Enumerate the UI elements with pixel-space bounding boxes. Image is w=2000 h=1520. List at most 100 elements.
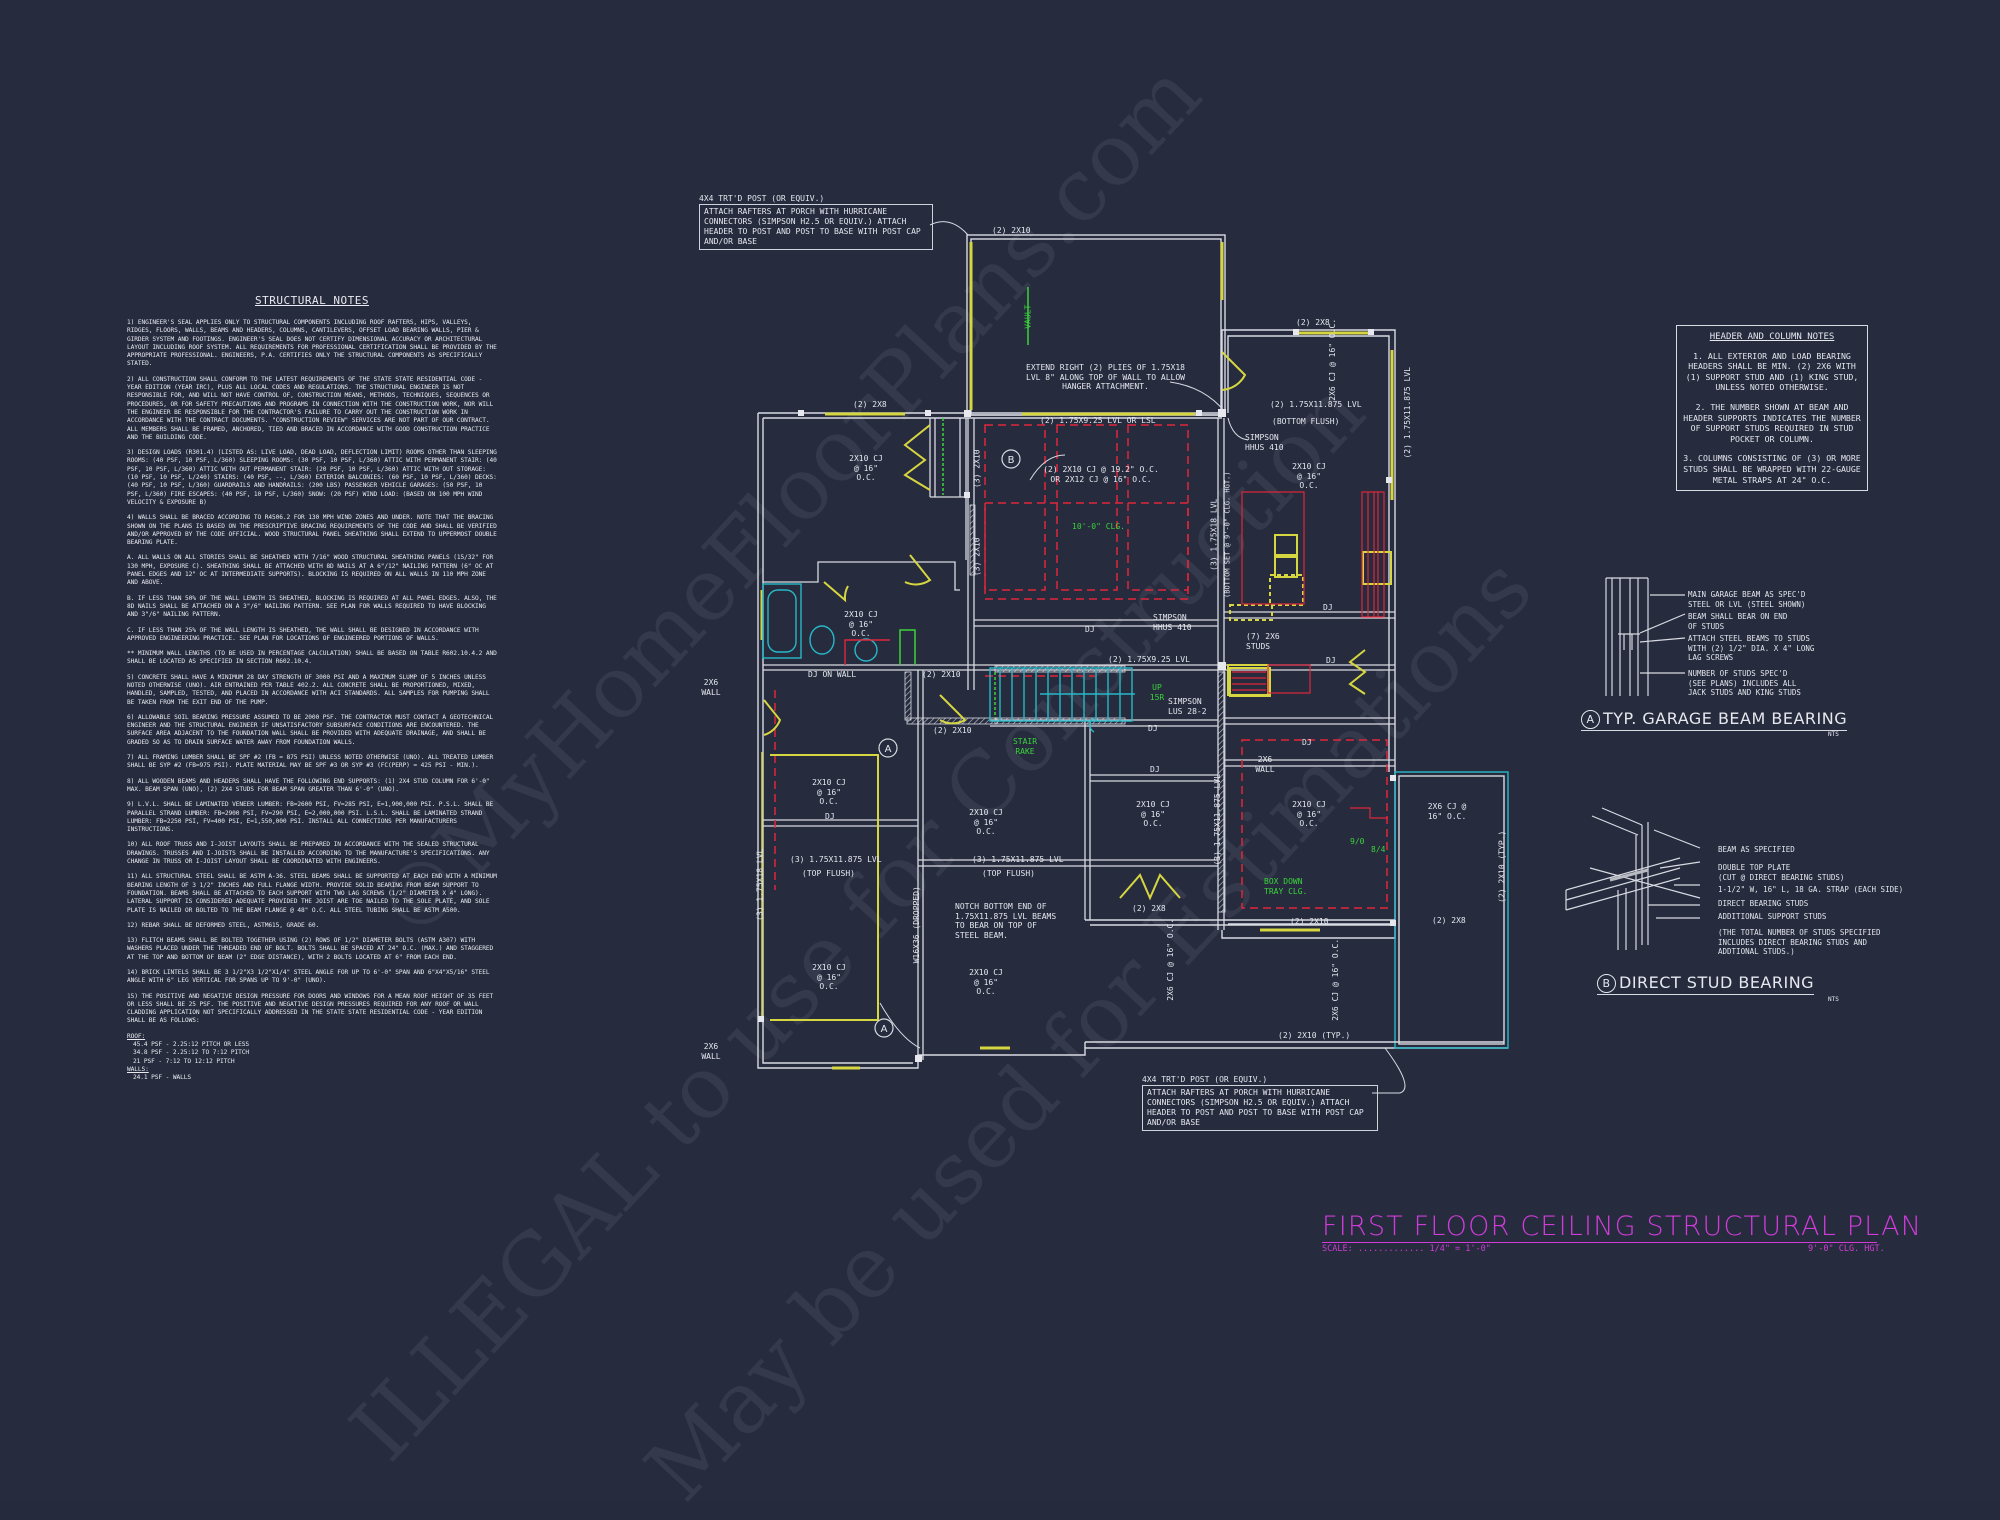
- hc-note-3: 3. COLUMNS CONSISTING OF (3) OR MORE STU…: [1683, 453, 1861, 485]
- label-studs: (7) 2x6 STUDS: [1246, 632, 1280, 651]
- green-lines: [899, 418, 996, 718]
- structural-notes: STRUCTURAL NOTES 1) ENGINEER'S SEAL APPL…: [127, 294, 497, 1083]
- kitchen-red: [1227, 491, 1388, 819]
- walls-item: 24.1 PSF - WALLS: [133, 1074, 192, 1082]
- detail-b-text: 1-1/2" W, 16" L, 18 GA. STRAP (EACH SIDE…: [1718, 885, 1904, 894]
- label-cj-2x6-right: 2x6 CJ @ 16" O.C.: [1427, 802, 1467, 821]
- label-2x6-wall: 2x6 WALL: [1255, 755, 1275, 774]
- svg-text:A: A: [885, 744, 892, 755]
- label-header-2x10: (2) 2x10: [922, 670, 961, 679]
- callout-body: ATTACH RAFTERS AT PORCH WITH HURRICANE C…: [1142, 1085, 1378, 1131]
- detail-a-marker: A: [1581, 710, 1600, 729]
- label-dj: DJ: [1326, 656, 1336, 665]
- label-dj: DJ: [1148, 724, 1158, 733]
- label-simpson-hhus: SIMPSON HHUS 410: [1245, 433, 1284, 452]
- stairs: [989, 667, 1135, 722]
- label-header-2x8-porch: (2) 2x8: [1132, 904, 1166, 913]
- label-box-down: BOX DOWN TRAY CLG.: [1264, 877, 1308, 896]
- notch-note: NOTCH BOTTOM END OF 1.75x11.875 LVL BEAM…: [955, 902, 1057, 940]
- label-stair-rake: STAIR RAKE: [1012, 737, 1038, 756]
- label-cj-garage: 2x10 CJ @ 16" O.C.: [969, 808, 1003, 836]
- stud-markers: [758, 329, 1396, 1062]
- label-header-2x8-porch: (2) 2x8: [1432, 916, 1466, 925]
- detail-a-label: ATTACH STEEL BEAMS TO STUDS WITH (2) 1/2…: [1688, 634, 1814, 663]
- note-4c: c. IF LESS THAN 25% OF THE WALL LENGTH I…: [127, 626, 479, 642]
- label-header-2x8: (2) 2x8: [853, 400, 887, 409]
- note-13: 13) FLITCH BEAMS SHALL BE BOLTED TOGETHE…: [127, 937, 494, 961]
- label-dj: DJ: [1323, 603, 1333, 612]
- detail-a-text: WITH (2) 1/2" DIA. x 4" LONG: [1688, 643, 1815, 653]
- label-cj-porch: 2x6 CJ @ 16" O.C.: [1331, 938, 1341, 1021]
- label-dj: DJ: [825, 812, 835, 821]
- detail-a-text: BEAM SHALL BEAR ON END: [1688, 612, 1788, 621]
- label-porch-header: (2) 2x10: [992, 226, 1031, 235]
- extend-note: EXTEND RIGHT (2) PLIES OF 1.75x18 LVL 8"…: [1026, 363, 1185, 391]
- detail-a-text: NUMBER OF STUDS SPEC'D: [1688, 669, 1788, 678]
- label-2x6-wall: 2x6 WALL: [701, 1042, 721, 1061]
- label-cj-garage: 2x10 CJ @ 16" O.C.: [969, 968, 1003, 996]
- detail-b-text: DOUBLE TOP PLATE: [1718, 863, 1791, 872]
- label-cj-great: (2) 2x10 CJ @ 19.2" O.C. OR 2x12 CJ @ 16…: [1043, 465, 1159, 484]
- detail-b-label: DIRECT BEARING STUDS: [1718, 899, 1808, 909]
- callout-head: 4x4 TRT'D POST (OR EQUIV.): [699, 194, 825, 203]
- yellow-headers: [760, 331, 1394, 1070]
- callout-leaders: [879, 221, 1406, 1094]
- detail-b-marker: B: [1597, 974, 1616, 993]
- detail-b-label: (THE TOTAL NUMBER OF STUDS SPECIFIED INC…: [1718, 928, 1881, 957]
- label-cj-right-top: 2x10 CJ @ 16" O.C.: [1292, 462, 1326, 490]
- detail-a-title-text: TYP. GARAGE BEAM BEARING: [1603, 709, 1848, 728]
- note-5: 5) CONCRETE SHALL HAVE A MINIMUM 28 DAY …: [127, 673, 490, 706]
- plan-ceiling-height: 9'-0" CLG. HGT.: [1808, 1244, 1885, 1254]
- detail-b-label: ADDITIONAL SUPPORT STUDS: [1718, 912, 1826, 922]
- label-header-2x10-vert: (3) 2x10: [972, 537, 982, 577]
- label-header-2x10-vert: (3) 2x10: [972, 449, 982, 489]
- detail-b-text: DIRECT BEARING STUDS: [1718, 899, 1809, 908]
- detail-b-scale: NTS: [1828, 996, 1839, 1003]
- label-lvl-right: (2) 1.75x11.875 LVL: [1403, 366, 1413, 459]
- label-cj-mid: 2x10 CJ @ 16" O.C.: [1136, 800, 1170, 828]
- label-cj-porch: 2x6 CJ @ 16" O.C.: [1166, 918, 1176, 1001]
- label-lvl-top-flush: (3) 1.75x11.875 LVL: [972, 855, 1064, 864]
- label-lvl-11875: (2) 1.75x11.875 LVL: [1270, 400, 1362, 409]
- detail-a-text: OF STUDS: [1688, 621, 1725, 631]
- label-up-15r: UP 15R: [1149, 683, 1165, 702]
- label-simpson-hhus: SIMPSON HHUS 410: [1153, 613, 1192, 632]
- label-bottom-flush: (BOTTOM FLUSH): [1272, 417, 1340, 426]
- label-bottom-set: (BOTTOM SET @ 9'-0" CLG. HGT.): [1223, 471, 1232, 598]
- label-header-2x10: (2) 2x10: [933, 726, 972, 735]
- note-15: 15) THE POSITIVE AND NEGATIVE DESIGN PRE…: [127, 992, 494, 1025]
- label-cj-garage: 2x10 CJ @ 16" O.C.: [812, 778, 846, 806]
- label-header-typ-vert: (2) 2x10 (TYP.): [1497, 830, 1507, 903]
- header-column-notes: HEADER AND COLUMN NOTES 1. ALL EXTERIOR …: [1676, 325, 1868, 491]
- label-header-2x8: (2) 2x8: [1296, 318, 1330, 327]
- note-2: 2) ALL CONSTRUCTION SHALL CONFORM TO THE…: [127, 375, 494, 441]
- structural-notes-title: STRUCTURAL NOTES: [255, 294, 369, 307]
- detail-b-text: INCLUDES DIRECT BEARING STUDS AND: [1718, 937, 1868, 947]
- header-column-notes-title: HEADER AND COLUMN NOTES: [1709, 332, 1835, 342]
- detail-b-label: 1-1/2" W, 16" L, 18 GA. STRAP (EACH SIDE…: [1718, 885, 1903, 895]
- label-top-flush: (TOP FLUSH): [802, 869, 855, 878]
- detail-a-text: LAG SCREWS: [1688, 653, 1734, 662]
- callout-body: ATTACH RAFTERS AT PORCH WITH HURRICANE C…: [699, 204, 933, 250]
- callout-porch-post-bottom: 4x4 TRT'D POST (OR EQUIV.) ATTACH RAFTER…: [1142, 1075, 1378, 1131]
- label-ceiling-10: 10'-0" CLG.: [1072, 522, 1125, 531]
- plan-title: FIRST FLOOR CEILING STRUCTURAL PLAN: [1322, 1211, 1923, 1243]
- label-header-2x10-master: (2) 2x10: [1290, 917, 1329, 926]
- detail-b-text: ADDTIONAL STUDS.): [1718, 947, 1795, 956]
- note-1: 1) ENGINEER'S SEAL APPLIES ONLY TO STRUC…: [127, 319, 497, 368]
- bath-fixtures: [762, 583, 1095, 733]
- detail-a-text: ATTACH STEEL BEAMS TO STUDS: [1688, 634, 1810, 643]
- roof-heading: ROOF:: [127, 1032, 146, 1040]
- label-cj-2x6-top: 2x6 CJ @ 16" O.C.: [1328, 318, 1338, 401]
- interior-walls: [763, 418, 1395, 1060]
- label-cj-master: 2x10 CJ @ 16" O.C.: [1292, 800, 1326, 828]
- bath-red: [844, 639, 890, 665]
- detail-b-label: BEAM AS SPECIFIED: [1718, 845, 1795, 855]
- detail-b-drawing: [1565, 807, 1701, 950]
- roof-item: 21 PSF - 7:12 TO 12:12 PITCH: [133, 1057, 235, 1065]
- detail-b-text: (CUT @ DIRECT BEARING STUDS): [1718, 872, 1845, 882]
- label-header-typ: (2) 2x10 (TYP.): [1278, 1031, 1351, 1040]
- detail-b-label: DOUBLE TOP PLATE (CUT @ DIRECT BEARING S…: [1718, 863, 1844, 882]
